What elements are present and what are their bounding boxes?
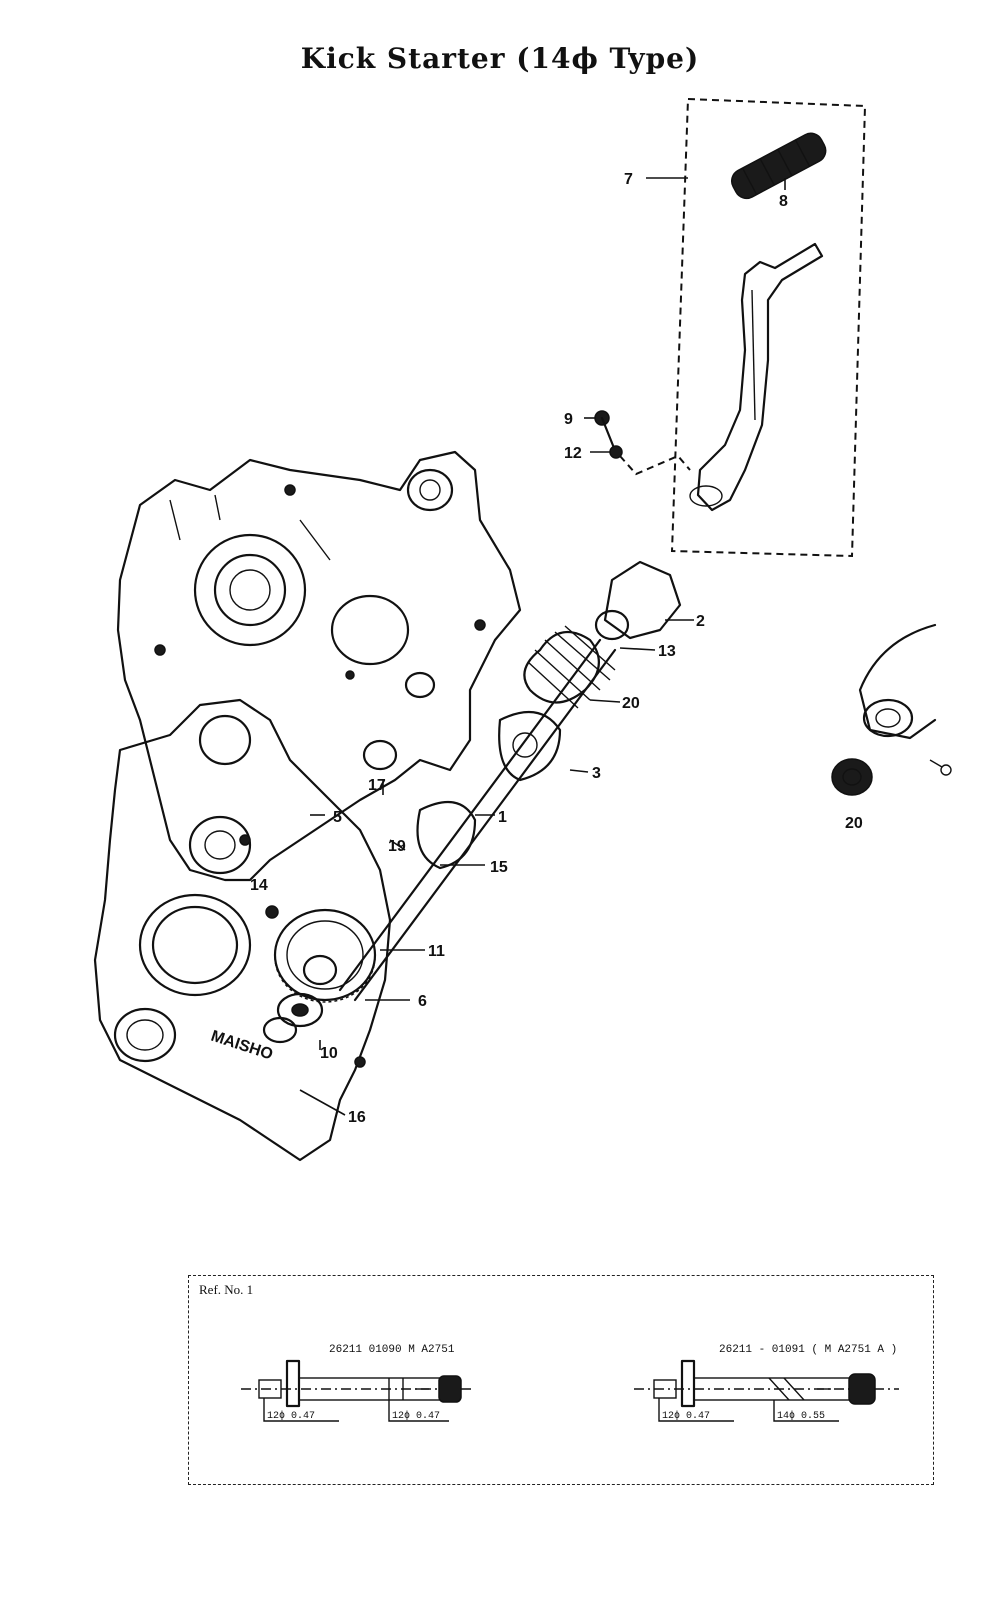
callout-9: 9 xyxy=(564,411,573,428)
lower-case: MAISHO xyxy=(93,698,392,1162)
callout-8: 8 xyxy=(779,193,788,210)
variant-2-part-number: 26211 - 01091 ( M A2751 A ) xyxy=(719,1344,898,1356)
callout-20-seal: 20 xyxy=(845,815,863,832)
callout-12: 12 xyxy=(564,445,582,462)
kick-gear xyxy=(273,908,377,1003)
kick-pedal-rubber xyxy=(730,132,827,200)
ref-box: Ref. No. 1 26211 01090 M A2751 26211 - 0… xyxy=(188,1275,934,1485)
callout-14: 14 xyxy=(250,877,268,894)
oil-seal-detail xyxy=(831,623,952,796)
shaft-drawings: 12ϕ 0.47 12ϕ 0.47 12ϕ 0.47 14ϕ 0.55 xyxy=(241,1359,899,1422)
callout-15: 15 xyxy=(490,859,508,876)
callout-19: 19 xyxy=(388,838,406,855)
callout-5: 5 xyxy=(333,809,342,826)
variant-2-dim-left: 12ϕ 0.47 xyxy=(662,1410,710,1422)
ref-box-title: Ref. No. 1 xyxy=(199,1282,254,1297)
variant-1-part-number: 26211 01090 M A2751 xyxy=(329,1344,455,1356)
callout-13: 13 xyxy=(658,643,676,660)
callout-3: 3 xyxy=(592,765,601,782)
callout-1: 1 xyxy=(498,809,507,826)
kick-spindle xyxy=(338,560,682,1002)
callout-2: 2 xyxy=(696,613,705,630)
variant-1-dim-left: 12ϕ 0.47 xyxy=(267,1410,315,1422)
callout-16: 16 xyxy=(348,1109,366,1126)
page-title: Kick Starter (14ϕ Type) xyxy=(300,42,700,75)
return-spring xyxy=(523,625,616,709)
kick-arm xyxy=(689,242,824,512)
callout-7: 7 xyxy=(624,171,633,188)
shaft-variant-1: 12ϕ 0.47 12ϕ 0.47 xyxy=(241,1359,474,1422)
oil-seal xyxy=(831,758,873,796)
crankcase xyxy=(116,450,522,882)
kick-arm-assembly-box xyxy=(670,97,867,558)
callout-10: 10 xyxy=(320,1045,338,1062)
callout-17: 17 xyxy=(368,777,386,794)
variant-1-dim-right: 12ϕ 0.47 xyxy=(392,1410,440,1422)
collar xyxy=(262,992,324,1044)
shaft-variant-2: 12ϕ 0.47 14ϕ 0.55 xyxy=(634,1359,899,1422)
callout-6: 6 xyxy=(418,993,427,1010)
callout-11: 11 xyxy=(428,943,445,960)
variant-2-dim-right: 14ϕ 0.55 xyxy=(777,1410,825,1422)
callout-20: 20 xyxy=(622,695,640,712)
